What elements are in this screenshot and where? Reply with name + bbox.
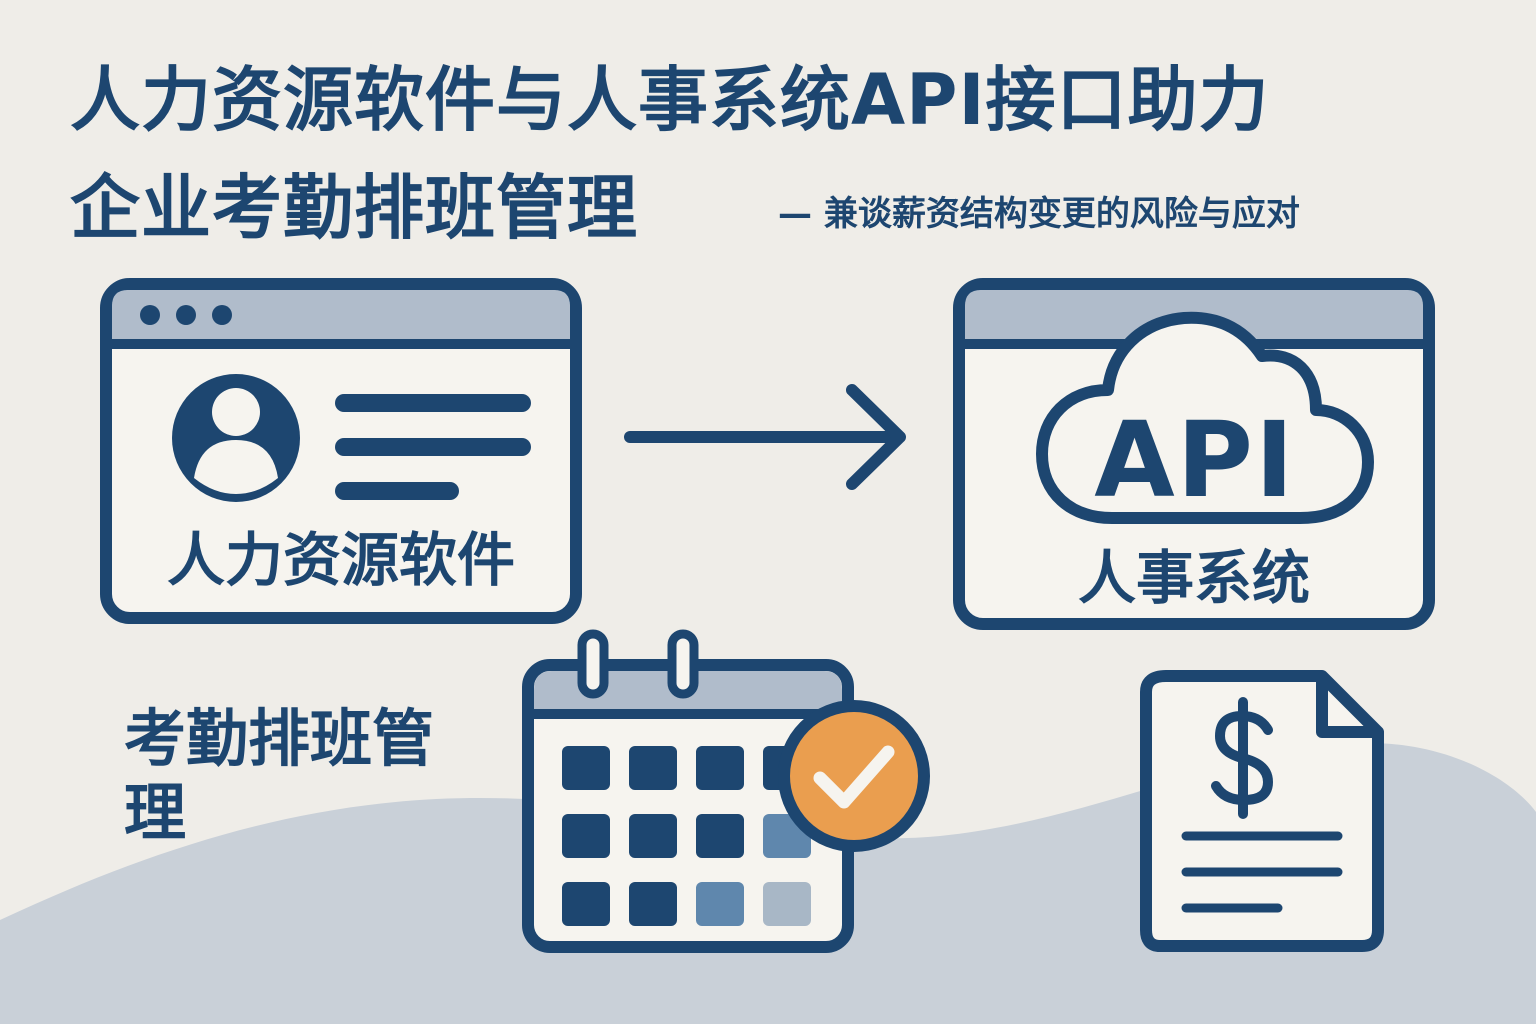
calendar-cell <box>696 882 744 926</box>
hr-system-window <box>953 278 1435 630</box>
calendar-cell <box>562 882 610 926</box>
window-dot <box>212 305 232 325</box>
document-dollar-icon <box>1140 670 1384 952</box>
user-avatar-icon <box>172 374 300 502</box>
calendar-icon <box>522 629 854 953</box>
calendar-cell <box>696 814 744 858</box>
document-text-lines <box>1181 831 1343 913</box>
calendar-cell <box>696 746 744 790</box>
hr-software-label: 人力资源软件 <box>166 526 515 594</box>
subtitle: — 兼谈薪资结构变更的风险与应对 <box>778 194 1300 234</box>
window-dot <box>176 305 196 325</box>
hr-system-label: 人事系统 <box>1077 544 1310 612</box>
arrow-right-icon <box>624 384 906 490</box>
api-label: API <box>1094 399 1296 521</box>
profile-text-lines <box>335 394 531 500</box>
cloud-icon <box>1036 311 1374 524</box>
main-title-line-1: 人力资源软件与人事系统API接口助力 <box>70 59 1270 141</box>
schedule-management-label: 考勤排班管理 <box>124 702 435 849</box>
hr-software-window <box>100 278 582 624</box>
calendar-cell <box>562 814 610 858</box>
calendar-cell <box>629 746 677 790</box>
window-dot <box>140 305 160 325</box>
calendar-cell <box>562 746 610 790</box>
calendar-cell <box>629 882 677 926</box>
calendar-cell <box>629 814 677 858</box>
check-icon <box>778 700 930 852</box>
calendar-cells <box>562 746 811 926</box>
dollar-sign-icon <box>1211 697 1273 819</box>
main-title-line-2: 企业考勤排班管理 <box>70 167 638 249</box>
calendar-cell <box>763 882 811 926</box>
